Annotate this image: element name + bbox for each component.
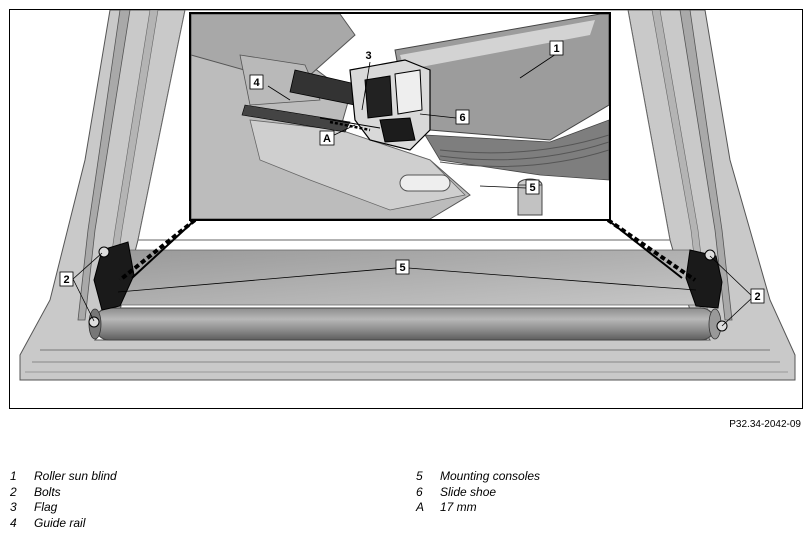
svg-text:A: A	[323, 133, 331, 145]
callout-5-inset: 5	[525, 179, 540, 195]
legend-label: Slide shoe	[440, 484, 497, 499]
reference-code: P32.34-2042-09	[729, 419, 801, 430]
diagram-figure: 1 3 4 6 A 5 5 2	[9, 9, 803, 409]
callout-5-main: 5	[395, 259, 410, 275]
legend-item: 1 Roller sun blind	[10, 469, 117, 485]
legend-label: 17 mm	[440, 500, 477, 514]
legend-key: 6	[416, 484, 423, 499]
callout-4: 4	[249, 74, 264, 90]
detail-inset	[189, 12, 611, 221]
callout-a: A	[319, 130, 335, 146]
callout-2-left: 2	[59, 271, 74, 287]
callout-1: 1	[549, 40, 564, 56]
legend-key: 4	[10, 515, 17, 530]
legend-label: Flag	[34, 500, 58, 514]
legend-key: 3	[10, 500, 17, 514]
legend-label: Guide rail	[34, 515, 86, 530]
callout-3: 3	[362, 48, 375, 62]
legend-key: 1	[10, 469, 17, 483]
svg-text:6: 6	[459, 112, 465, 124]
svg-text:2: 2	[63, 274, 69, 286]
roller-sun-blind-assembly	[88, 241, 728, 341]
legend-label: Roller sun blind	[34, 469, 117, 483]
svg-text:4: 4	[253, 77, 260, 89]
legend-key: 2	[10, 484, 17, 499]
legend-key: 5	[416, 469, 423, 483]
zoom-lines	[118, 218, 697, 282]
legend-item: 4 Guide rail	[10, 516, 117, 532]
diagram-drawing: 1 3 4 6 A 5 5 2	[19, 10, 796, 381]
svg-text:3: 3	[365, 50, 371, 62]
legend-right: 5 Mounting consoles 6 Slide shoe A 17 mm	[416, 469, 540, 516]
legend-item: 5 Mounting consoles	[416, 469, 540, 485]
legend-key: A	[416, 500, 425, 514]
svg-text:5: 5	[529, 182, 535, 194]
legend-item: 6 Slide shoe	[416, 485, 540, 501]
callout-6: 6	[455, 109, 470, 125]
legend-label: Bolts	[34, 484, 61, 499]
legend-label: Mounting consoles	[440, 469, 541, 483]
legend-item: A 17 mm	[416, 500, 540, 516]
callout-2-right: 2	[750, 288, 765, 304]
svg-text:2: 2	[754, 291, 760, 303]
legend-item: 2 Bolts	[10, 485, 117, 501]
svg-text:1: 1	[553, 43, 559, 55]
svg-text:5: 5	[399, 262, 405, 274]
leader-lines	[72, 53, 754, 327]
legend-item: 3 Flag	[10, 500, 117, 516]
legend-left: 1 Roller sun blind 2 Bolts 3 Flag 4 Guide ra…	[10, 469, 117, 531]
